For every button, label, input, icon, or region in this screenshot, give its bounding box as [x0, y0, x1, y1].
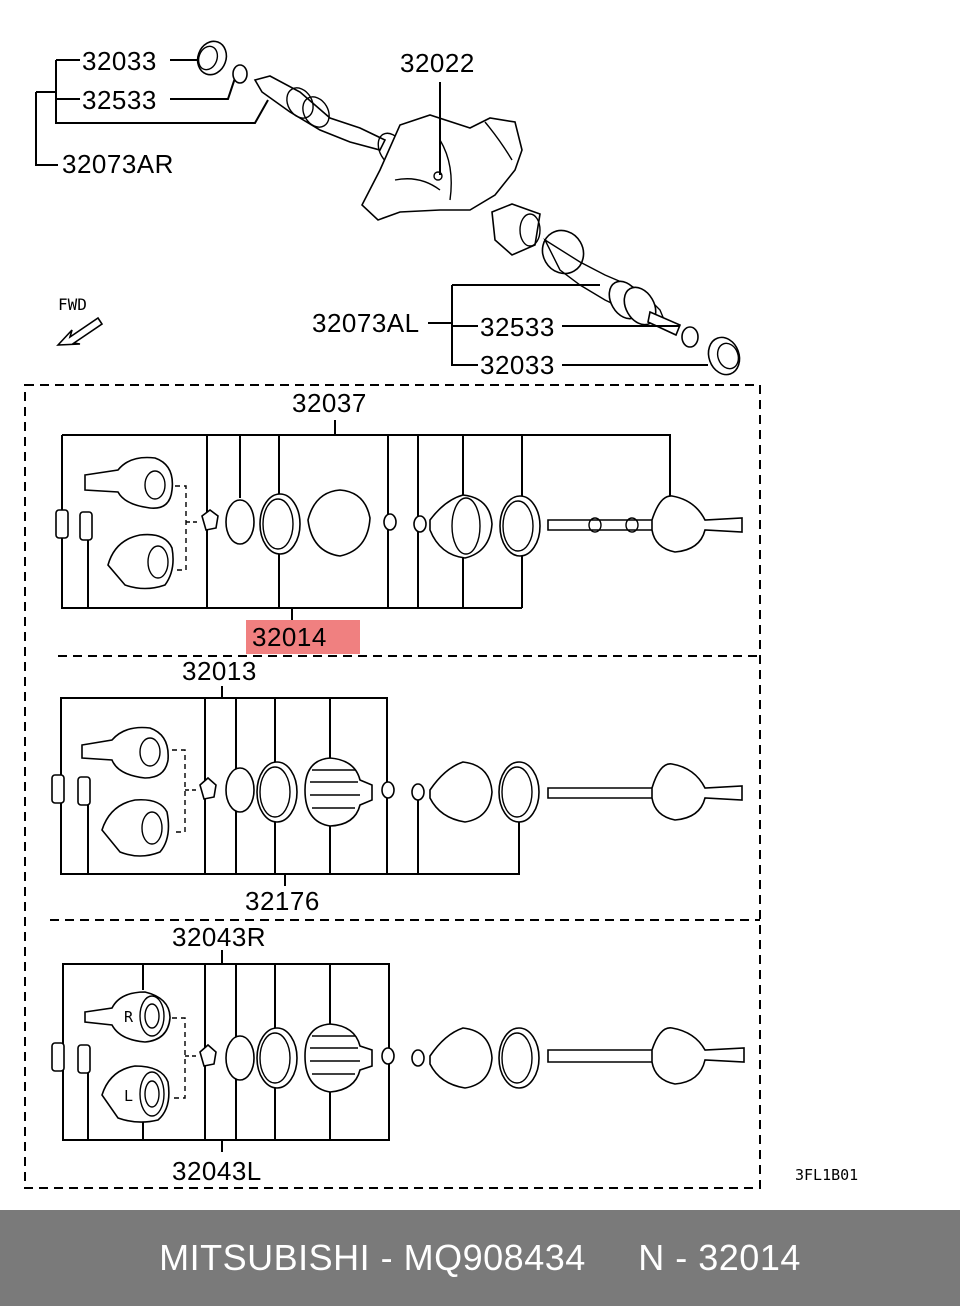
parts-diagram: 32033 32533 32073AR 32022 FWD 32073AL 32…	[24, 40, 858, 1189]
footer-bar: MITSUBISHI - MQ908434 N - 32014	[0, 1210, 960, 1306]
label-32013: 32013	[182, 656, 257, 686]
label-32073AR: 32073AR	[62, 149, 174, 179]
mark-r: R	[124, 1008, 134, 1026]
label-32033-left: 32033	[480, 350, 555, 380]
label-32533-left: 32533	[480, 312, 555, 342]
section-1: 32037 32014	[55, 388, 743, 654]
label-32043R: 32043R	[172, 922, 266, 952]
label-32014: 32014	[252, 622, 327, 652]
label-32033-right: 32033	[82, 46, 157, 76]
label-32073AL: 32073AL	[312, 308, 420, 338]
top-assembly: 32033 32533 32073AR 32022 FWD 32073AL 32…	[35, 40, 741, 380]
label-32022: 32022	[400, 48, 475, 78]
ref-code: 3FL1B01	[795, 1166, 858, 1184]
label-32533-right: 32533	[82, 85, 157, 115]
part-number-caption: MITSUBISHI - MQ908434 N - 32014	[159, 1237, 801, 1278]
mark-l: L	[124, 1087, 133, 1105]
highlight-32014	[246, 620, 360, 654]
label-32176: 32176	[245, 886, 320, 916]
section-frames	[24, 384, 761, 1189]
label-32037: 32037	[292, 388, 367, 418]
section-2: 32013 32176	[51, 656, 743, 916]
label-fwd: FWD	[58, 295, 87, 314]
label-32043L: 32043L	[172, 1156, 262, 1186]
section-3: R L 32043R 32043L 3FL1B01	[51, 922, 858, 1186]
